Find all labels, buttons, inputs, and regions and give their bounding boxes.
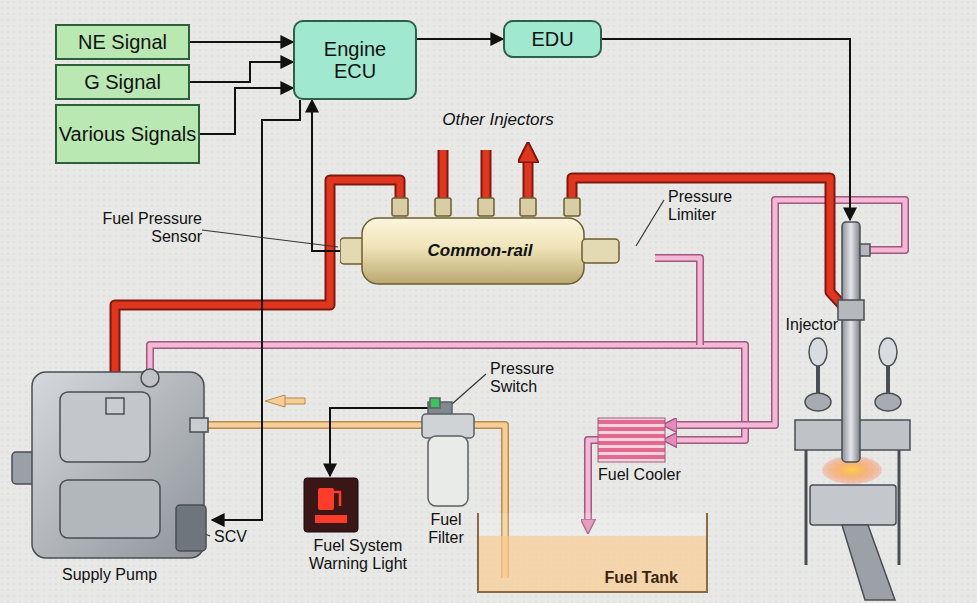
drawing-part (334, 492, 340, 506)
signal-box: G Signal (55, 64, 190, 100)
drawing-part (838, 300, 864, 320)
drawing-part (478, 198, 494, 216)
drawing-part (392, 198, 408, 216)
drawing-part (655, 258, 700, 345)
flow-arrow (265, 395, 305, 407)
part-label: Other Injectors (418, 110, 578, 130)
part-label: Supply Pump (62, 566, 192, 584)
node-text: G Signal (84, 71, 161, 93)
leader-lines (200, 200, 664, 536)
drawing-part (564, 198, 580, 216)
drawing-part (202, 230, 338, 247)
warning-light (304, 478, 358, 532)
engine-cylinder (795, 222, 910, 600)
drawing-part (428, 436, 468, 506)
edu-box: EDU (503, 20, 602, 58)
drawing-part (443, 150, 528, 205)
other-injector-lines (443, 150, 528, 205)
supply-pump (12, 369, 208, 558)
drawing-part (60, 392, 150, 462)
drawing-part (809, 338, 827, 366)
drawing-part (452, 374, 486, 404)
node-text: Common-rail (428, 241, 533, 260)
signal-arrow (312, 100, 340, 251)
fuel-cooler (598, 418, 665, 462)
signal-arrow (417, 38, 503, 40)
node-text: Engine ECU (315, 38, 395, 83)
drawing-part (520, 198, 536, 216)
fuel-filter (422, 398, 474, 506)
drawing-part (200, 425, 505, 578)
drawing-part (304, 478, 358, 532)
drawing-part (141, 369, 159, 387)
drawing-part (842, 222, 860, 462)
drawing-part (572, 178, 843, 306)
part-label: Fuel System Warning Light (292, 537, 424, 574)
part-label: Fuel Pressure Sensor (88, 210, 202, 247)
signal-box: Various Signals (55, 104, 200, 164)
drawing-part (810, 485, 896, 525)
drawing-part (875, 393, 901, 411)
drawing-part (598, 418, 665, 462)
drawing-part (668, 200, 905, 425)
drawing-part (443, 150, 528, 205)
fuel-tank: Fuel Tank (477, 513, 708, 593)
part-label: Fuel Cooler (598, 466, 698, 484)
part-label: Pressure Limiter (668, 188, 763, 225)
ecu-box: Engine ECU (293, 20, 417, 100)
drawing-part (200, 425, 505, 578)
part-label: Pressure Switch (490, 360, 582, 397)
drawing-part (315, 515, 347, 523)
drawing-part (860, 244, 870, 256)
drawing-part (212, 100, 300, 520)
drawing-part (572, 178, 843, 306)
rail-outlets (392, 198, 580, 216)
drawing-part (60, 480, 160, 538)
node-text: Various Signals (59, 123, 196, 145)
part-label: SCV (214, 528, 258, 546)
drawing-part (422, 414, 474, 438)
drawing-part (655, 258, 700, 345)
drawing-part (176, 505, 206, 551)
signal-arrow (200, 88, 293, 134)
drawing-part (106, 398, 124, 414)
drawing-part (435, 198, 451, 216)
drawing-part (842, 525, 895, 600)
node-text: NE Signal (78, 31, 167, 53)
node-text: Fuel Tank (605, 569, 679, 587)
node-text: EDU (531, 28, 573, 50)
part-label: Injector (774, 316, 838, 334)
drawing-part (668, 200, 905, 425)
drawing-part (430, 398, 440, 408)
drawing-part (190, 418, 208, 432)
control-wires (212, 39, 850, 520)
drawing-part (318, 488, 334, 510)
common-rail: Common-rail (340, 212, 620, 290)
drawing-part (805, 393, 831, 411)
signal-arrow (190, 41, 293, 43)
signal-arrow (190, 62, 293, 82)
drawing-part (636, 200, 664, 246)
drawing-part (879, 338, 897, 366)
signal-box: NE Signal (55, 24, 190, 60)
part-label: Fuel Filter (416, 511, 476, 548)
